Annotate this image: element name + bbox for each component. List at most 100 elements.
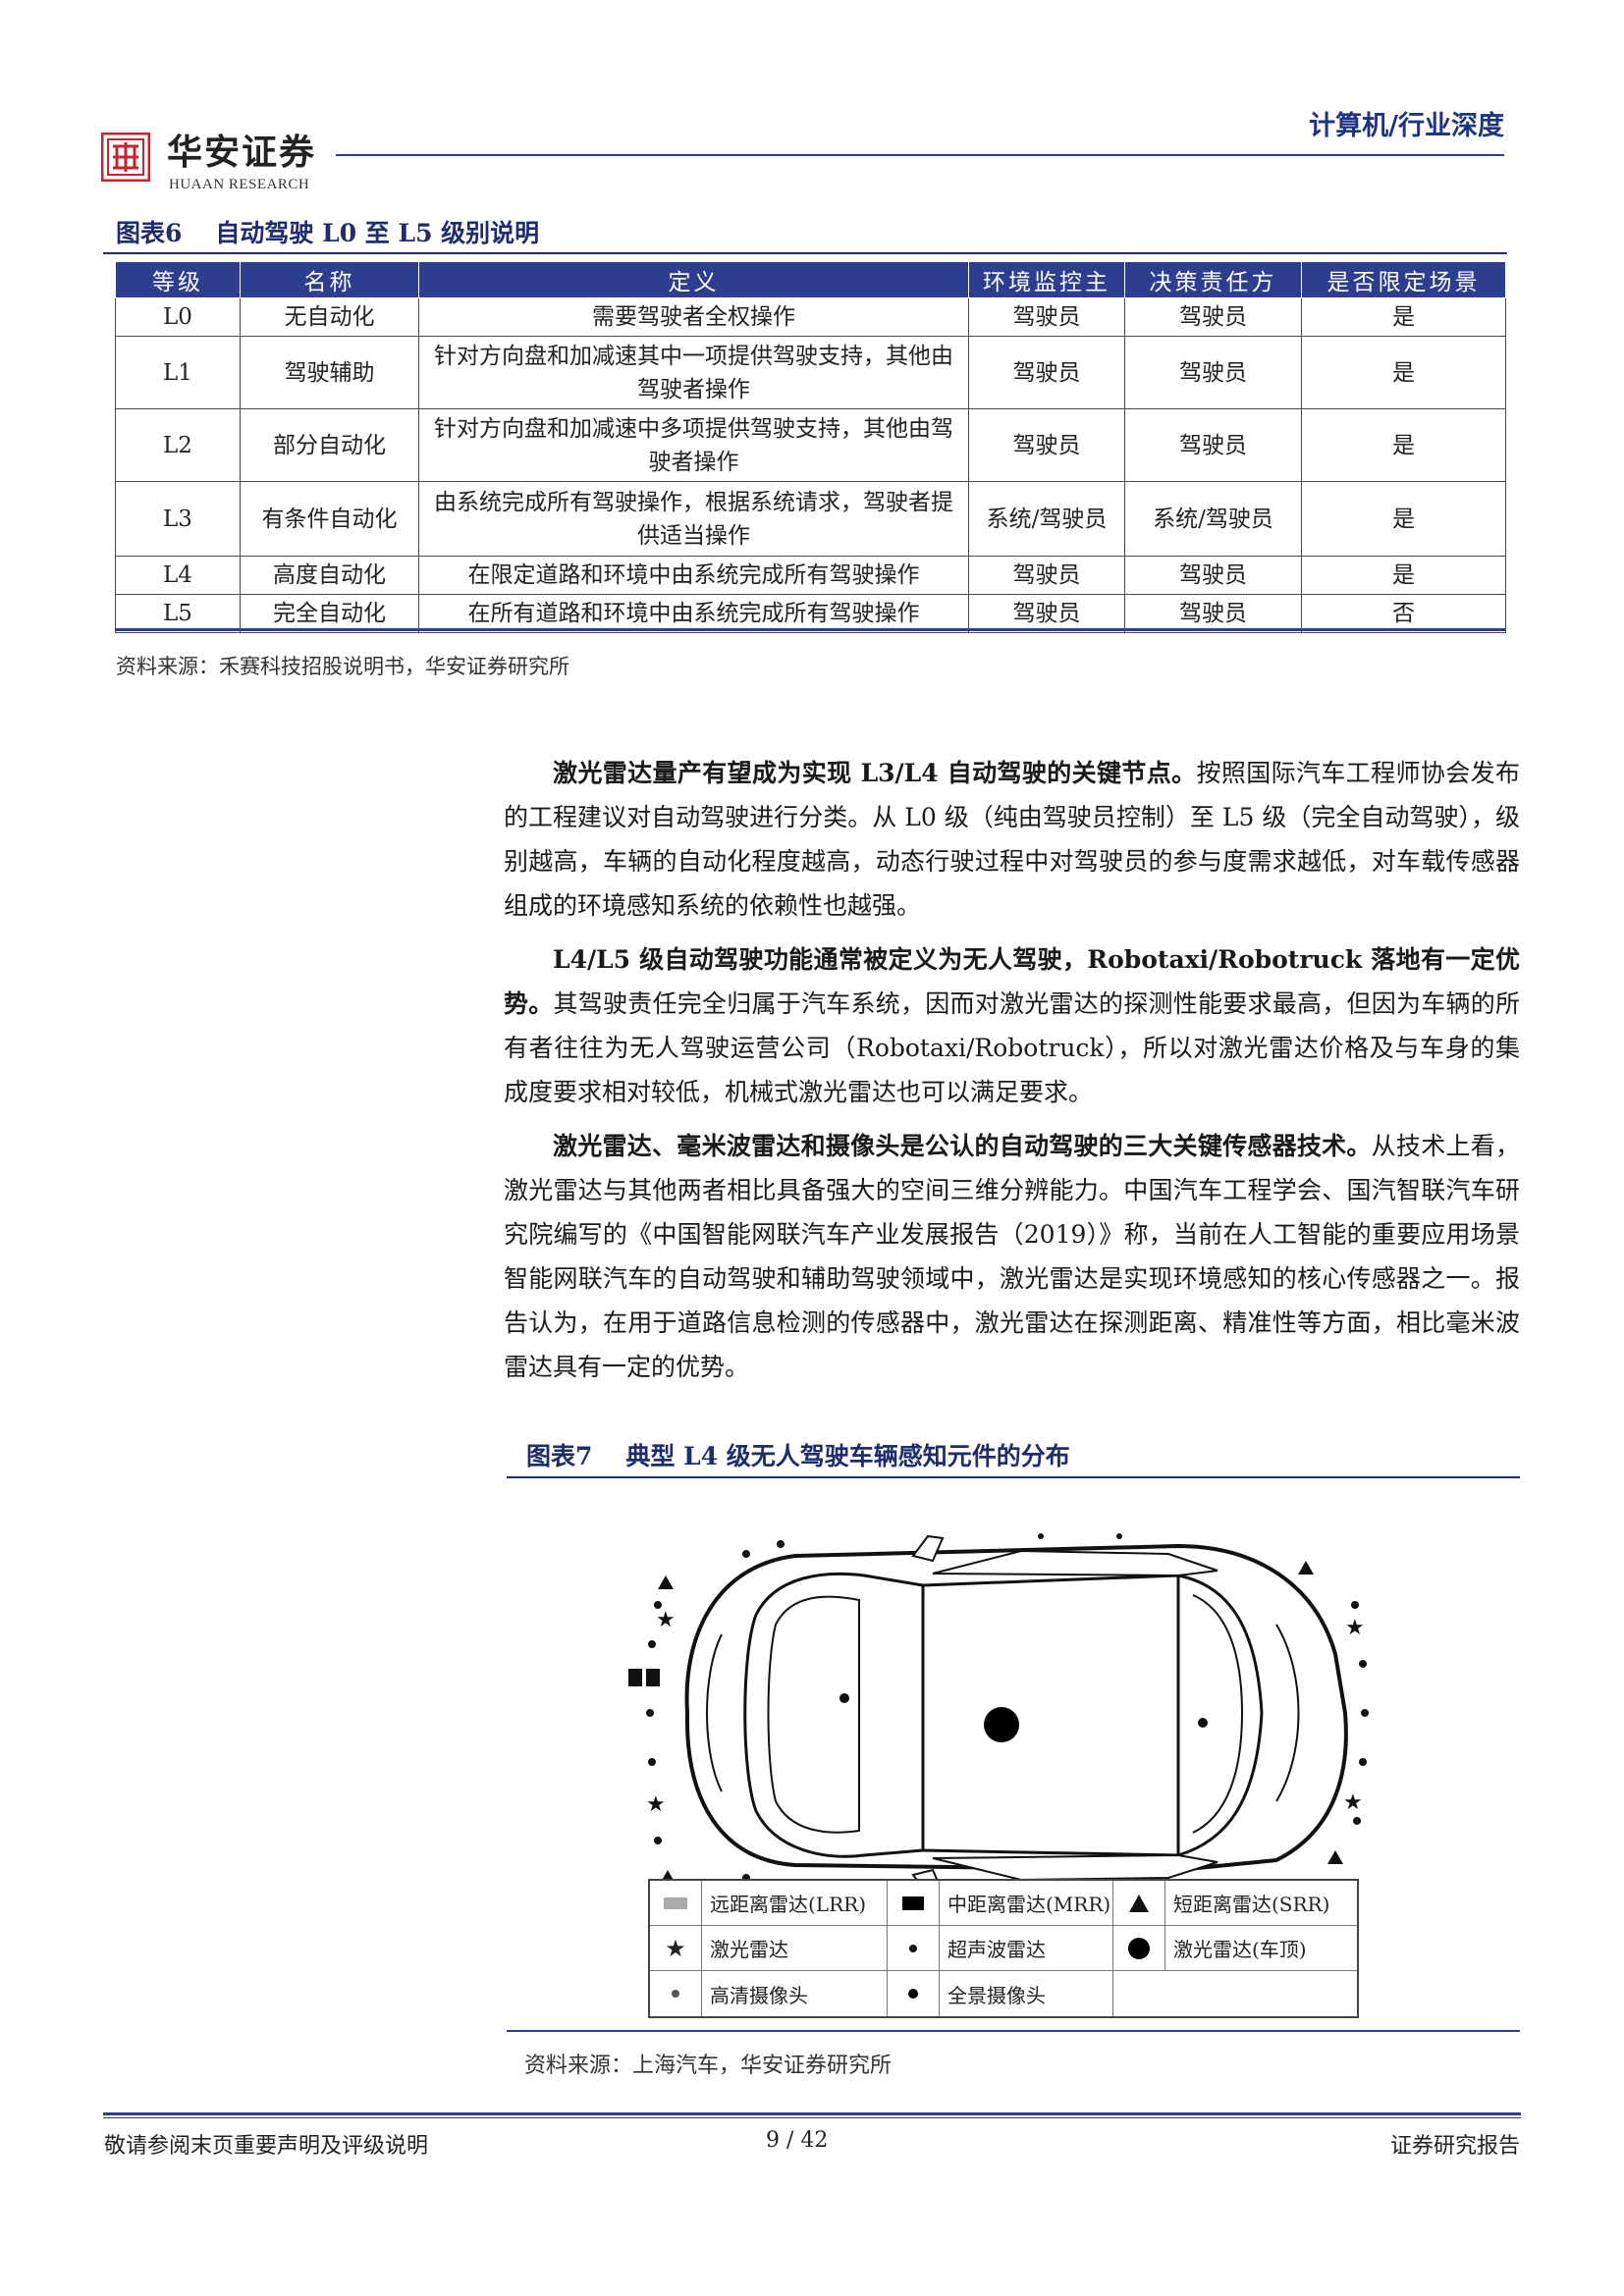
- legend-item: ★ 激光雷达: [650, 1925, 888, 1971]
- page-number: 9 / 42: [766, 2128, 829, 2153]
- paragraph-body: 从技术上看，激光雷达与其他两者相比具备强大的空间三维分辨能力。中国汽车工程学会、…: [504, 1132, 1520, 1381]
- svg-text:★: ★: [646, 1792, 666, 1817]
- cell-name: 驾驶辅助: [240, 336, 419, 409]
- legend-label: 短距离雷达(SRR): [1173, 1893, 1330, 1916]
- svg-text:★: ★: [1343, 1790, 1363, 1815]
- huaan-seal-logo: [101, 133, 150, 182]
- paragraph-lead: 激光雷达量产有望成为实现 L3/L4 自动驾驶的关键节点。: [553, 759, 1197, 787]
- cell-level: L0: [115, 297, 241, 337]
- legend-label: 高清摄像头: [710, 1983, 808, 2007]
- header-rule: [336, 154, 1504, 156]
- svg-text:★: ★: [1345, 1616, 1365, 1640]
- footer-report-label: 证券研究报告: [1389, 2134, 1520, 2159]
- column-header: 环境监控主: [968, 261, 1125, 298]
- table-row: L2 部分自动化 针对方向盘和加减速中多项提供驾驶支持，其他由驾驶者操作 驾驶员…: [115, 408, 1506, 482]
- cell-level: L2: [115, 408, 241, 482]
- table-row: L3 有条件自动化 由系统完成所有驾驶操作，根据系统请求，驾驶者提供适当操作 系…: [115, 481, 1506, 557]
- legend-item: 全景摄像头: [888, 1971, 1113, 2016]
- figure7-top-rule: [507, 1476, 1520, 1478]
- cell-level: L5: [115, 594, 241, 633]
- legend-label: 超声波雷达: [947, 1938, 1046, 1961]
- cell-responsible: 驾驶员: [1124, 297, 1302, 337]
- cell-monitor: 驾驶员: [968, 408, 1125, 482]
- figure6-bottom-rule: [115, 628, 1505, 631]
- legend-label: 激光雷达(车顶): [1173, 1938, 1307, 1961]
- cell-level: L4: [115, 556, 241, 595]
- car-sensor-diagram: ★ ★ ★ ★: [628, 1533, 1369, 1897]
- cell-definition: 针对方向盘和加减速其中一项提供驾驶支持，其他由驾驶者操作: [418, 336, 969, 409]
- body-text: 激光雷达量产有望成为实现 L3/L4 自动驾驶的关键节点。按照国际汽车工程师协会…: [504, 751, 1520, 1399]
- cell-definition: 在所有道路和环境中由系统完成所有驾驶操作: [418, 594, 969, 633]
- cell-responsible: 系统/驾驶员: [1124, 481, 1302, 557]
- brand-name-en: HUAAN RESEARCH: [169, 177, 310, 192]
- cell-level: L1: [115, 336, 241, 409]
- paragraph: 激光雷达量产有望成为实现 L3/L4 自动驾驶的关键节点。按照国际汽车工程师协会…: [504, 751, 1520, 928]
- cell-limited: 是: [1301, 481, 1506, 557]
- legend-item: 超声波雷达: [888, 1925, 1113, 1971]
- lrr-rect-icon: [650, 1880, 702, 1926]
- cell-monitor: 驾驶员: [968, 556, 1125, 595]
- footer-rule-thin: [103, 2117, 1521, 2118]
- sensor-legend: 远距离雷达(LRR) 中距离雷达(MRR) 短距离雷达(SRR) ★ 激光雷达 …: [648, 1879, 1359, 2018]
- cell-limited: 否: [1301, 594, 1506, 633]
- cell-limited: 是: [1301, 336, 1506, 409]
- cell-responsible: 驾驶员: [1124, 408, 1302, 482]
- column-header: 名称: [240, 261, 419, 298]
- legend-item: 高清摄像头: [650, 1971, 888, 2016]
- legend-item: 短距离雷达(SRR): [1113, 1880, 1357, 1926]
- paragraph: 激光雷达、毫米波雷达和摄像头是公认的自动驾驶的三大关键传感器技术。从技术上看，激…: [504, 1124, 1520, 1389]
- cell-name: 高度自动化: [240, 556, 419, 595]
- legend-empty-cell: [1113, 1971, 1357, 2016]
- figure6-title: 自动驾驶 L0 至 L5 级别说明: [215, 219, 540, 247]
- cell-monitor: 驾驶员: [968, 336, 1125, 409]
- figure6-top-rule: [103, 252, 1507, 254]
- roof-lidar-circle-icon: [1113, 1925, 1165, 1971]
- svg-text:★: ★: [656, 1608, 676, 1632]
- figure7-caption: 图表7 典型 L4 级无人驾驶车辆感知元件的分布: [526, 1437, 1070, 1472]
- cell-name: 有条件自动化: [240, 481, 419, 557]
- table-row: L0 无自动化 需要驾驶者全权操作 驾驶员 驾驶员 是: [115, 297, 1506, 337]
- cell-level: L3: [115, 481, 241, 557]
- cell-definition: 针对方向盘和加减速中多项提供驾驶支持，其他由驾驶者操作: [418, 408, 969, 482]
- cell-name: 完全自动化: [240, 594, 419, 633]
- legend-label: 中距离雷达(MRR): [947, 1893, 1111, 1916]
- mrr-square-icon: [888, 1880, 940, 1926]
- cell-definition: 由系统完成所有驾驶操作，根据系统请求，驾驶者提供适当操作: [418, 481, 969, 557]
- figure7-bottom-rule: [507, 2030, 1520, 2032]
- table-row: L5 完全自动化 在所有道路和环境中由系统完成所有驾驶操作 驾驶员 驾驶员 否: [115, 594, 1506, 633]
- figure7-source: 资料来源：上海汽车，华安证券研究所: [524, 2054, 893, 2078]
- legend-item: 激光雷达(车顶): [1113, 1925, 1357, 1971]
- cell-responsible: 驾驶员: [1124, 336, 1302, 409]
- figure7-number: 图表7: [526, 1442, 593, 1470]
- figure6-caption: 图表6 自动驾驶 L0 至 L5 级别说明: [116, 214, 539, 249]
- surround-camera-dot-icon: [888, 1971, 940, 2016]
- legend-label: 激光雷达: [710, 1938, 788, 1961]
- cell-limited: 是: [1301, 408, 1506, 482]
- paragraph-lead: 激光雷达、毫米波雷达和摄像头是公认的自动驾驶的三大关键传感器技术。: [553, 1132, 1372, 1160]
- lidar-star-icon: ★: [650, 1925, 702, 1971]
- paragraph: L4/L5 级自动驾驶功能通常被定义为无人驾驶，Robotaxi/Robotru…: [504, 937, 1520, 1114]
- column-header: 是否限定场景: [1301, 261, 1506, 298]
- report-type-title: 计算机/行业深度: [1309, 111, 1504, 141]
- table-row: L1 驾驶辅助 针对方向盘和加减速其中一项提供驾驶支持，其他由驾驶者操作 驾驶员…: [115, 336, 1506, 409]
- figure7-title: 典型 L4 级无人驾驶车辆感知元件的分布: [625, 1442, 1070, 1470]
- cell-responsible: 驾驶员: [1124, 594, 1302, 633]
- cell-responsible: 驾驶员: [1124, 556, 1302, 595]
- paragraph-lead: L4/L5 级自动驾驶功能通常被定义为无人驾驶，Robotaxi/Robotru…: [504, 945, 1520, 1018]
- legend-item: 远距离雷达(LRR): [650, 1880, 888, 1926]
- figure6-number: 图表6: [116, 219, 183, 247]
- column-header: 决策责任方: [1124, 261, 1302, 298]
- cell-definition: 在限定道路和环境中由系统完成所有驾驶操作: [418, 556, 969, 595]
- table-header-row: 等级 名称 定义 环境监控主 决策责任方 是否限定场景: [115, 261, 1506, 298]
- column-header: 定义: [418, 261, 969, 298]
- cell-limited: 是: [1301, 556, 1506, 595]
- footer-disclaimer: 敬请参阅末页重要声明及评级说明: [104, 2134, 429, 2159]
- cell-name: 部分自动化: [240, 408, 419, 482]
- cell-monitor: 系统/驾驶员: [968, 481, 1125, 557]
- table-row: L4 高度自动化 在限定道路和环境中由系统完成所有驾驶操作 驾驶员 驾驶员 是: [115, 556, 1506, 595]
- srr-triangle-icon: [1113, 1880, 1165, 1926]
- ultrasonic-dot-icon: [888, 1925, 940, 1971]
- column-header: 等级: [115, 261, 241, 298]
- legend-label: 远距离雷达(LRR): [710, 1893, 867, 1916]
- legend-item: 中距离雷达(MRR): [888, 1880, 1113, 1926]
